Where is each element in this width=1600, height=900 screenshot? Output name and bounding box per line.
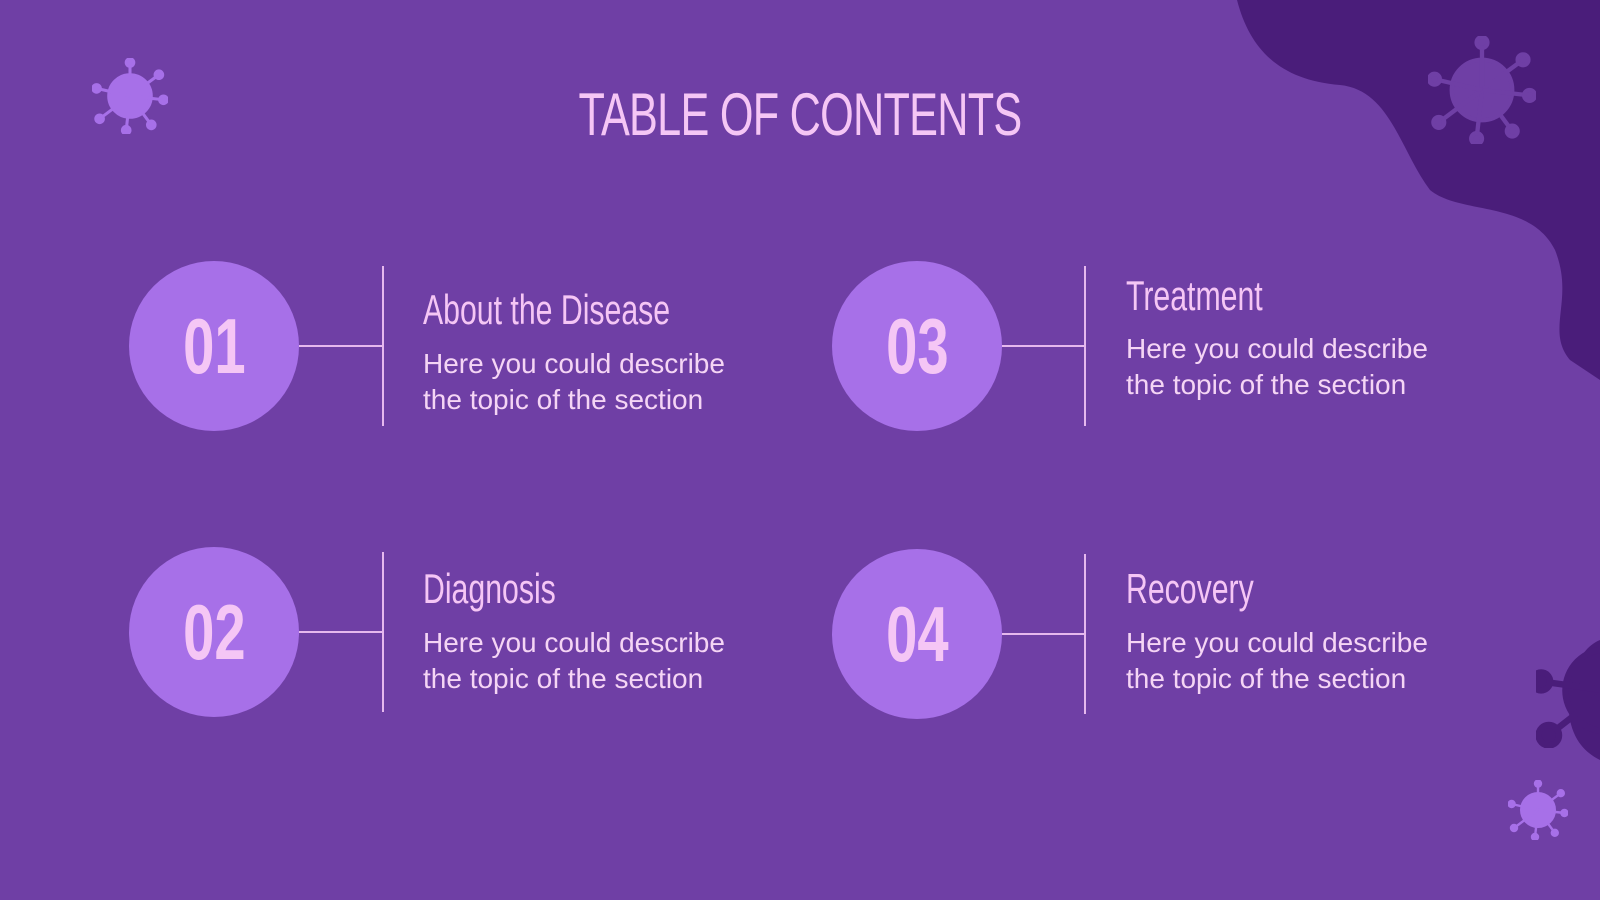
description-line: Here you could describe <box>423 348 725 379</box>
virus-icon <box>1536 646 1600 748</box>
section-number-circle: 04 <box>832 549 1002 719</box>
divider-line <box>1084 266 1086 426</box>
description-line: Here you could describe <box>423 627 725 658</box>
virus-icon <box>1508 780 1568 840</box>
page-title: TABLE OF CONTENTS <box>578 81 1022 148</box>
description-line: the topic of the section <box>1126 663 1407 694</box>
section-heading: Recovery <box>1126 565 1254 612</box>
description-line: the topic of the section <box>423 384 704 415</box>
description-line: Here you could describe <box>1126 627 1428 658</box>
section-description: Here you could describe the topic of the … <box>423 625 725 697</box>
divider-line <box>1084 554 1086 714</box>
section-number: 03 <box>885 301 949 390</box>
section-heading: Treatment <box>1126 272 1263 319</box>
section-description: Here you could describe the topic of the … <box>1126 625 1428 697</box>
section-number: 04 <box>885 589 949 678</box>
description-line: the topic of the section <box>423 663 704 694</box>
section-number-circle: 01 <box>129 261 299 431</box>
connector-line <box>299 631 383 633</box>
description-line: Here you could describe <box>1126 333 1428 364</box>
section-heading: About the Disease <box>423 286 671 333</box>
virus-icon <box>92 58 168 134</box>
connector-line <box>1002 345 1086 347</box>
description-line: the topic of the section <box>1126 369 1407 400</box>
section-number: 02 <box>182 587 246 676</box>
connector-line <box>1002 633 1086 635</box>
section-number-circle: 02 <box>129 547 299 717</box>
divider-line <box>382 552 384 712</box>
section-number-circle: 03 <box>832 261 1002 431</box>
section-heading: Diagnosis <box>423 565 556 612</box>
section-description: Here you could describe the topic of the … <box>1126 331 1428 403</box>
connector-line <box>299 345 383 347</box>
virus-icon <box>1428 36 1536 144</box>
divider-line <box>382 266 384 426</box>
section-number: 01 <box>182 301 246 390</box>
section-description: Here you could describe the topic of the … <box>423 346 725 418</box>
